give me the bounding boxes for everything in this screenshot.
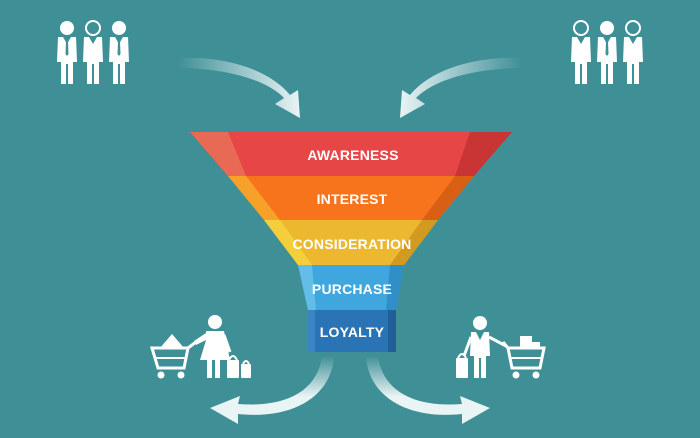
curved-arrow-icon-bottom-left xyxy=(210,356,334,424)
funnel-stage-consideration: CONSIDERATION xyxy=(264,220,438,265)
businesspeople-group-icon-right xyxy=(570,20,644,85)
funnel-label-consideration: CONSIDERATION xyxy=(292,236,411,252)
funnel-band-consideration-edge xyxy=(264,220,312,265)
woman-shopper-with-cart-icon xyxy=(149,315,251,379)
shopping-cart-icon-right xyxy=(501,336,546,379)
shopping-cart-icon xyxy=(149,334,197,379)
curved-arrow-icon-bottom-right xyxy=(366,356,490,424)
funnel-band-awareness-edge xyxy=(190,132,246,176)
funnel-stage-purchase: PURCHASE xyxy=(298,265,404,310)
funnel-band-loyalty-edge xyxy=(308,310,315,352)
funnel-stage-loyalty: LOYALTY xyxy=(308,310,396,352)
curved-arrow-icon-top-right xyxy=(400,57,522,118)
funnel-band-loyalty xyxy=(308,310,396,352)
funnel-band-loyalty-side xyxy=(388,310,396,352)
man-shopper-with-cart-icon xyxy=(456,316,546,379)
funnel-label-purchase: PURCHASE xyxy=(312,281,392,297)
funnel-label-awareness: AWARENESS xyxy=(307,147,398,163)
funnel-stage-awareness: AWARENESS xyxy=(190,132,512,176)
funnel-band-awareness xyxy=(190,132,512,176)
funnel-stage-interest: INTEREST xyxy=(228,176,474,220)
funnel-band-awareness-side xyxy=(455,132,512,176)
businesspeople-group-icon-left xyxy=(57,20,129,85)
funnel-label-interest: INTEREST xyxy=(317,191,388,207)
funnel-band-interest xyxy=(228,176,474,220)
funnel-band-interest-side xyxy=(422,176,474,220)
funnel-band-interest-edge xyxy=(228,176,280,220)
funnel-band-purchase-side xyxy=(386,265,404,310)
funnel-label-loyalty: LOYALTY xyxy=(320,324,385,340)
funnel-band-purchase-edge xyxy=(298,265,316,310)
funnel-band-purchase xyxy=(298,265,404,310)
curved-arrow-icon-top-left xyxy=(178,57,300,118)
funnel: AWARENESS INTEREST CONSIDERATION PURCHAS… xyxy=(190,132,512,352)
funnel-band-consideration-side xyxy=(390,220,438,265)
funnel-band-consideration xyxy=(264,220,438,265)
